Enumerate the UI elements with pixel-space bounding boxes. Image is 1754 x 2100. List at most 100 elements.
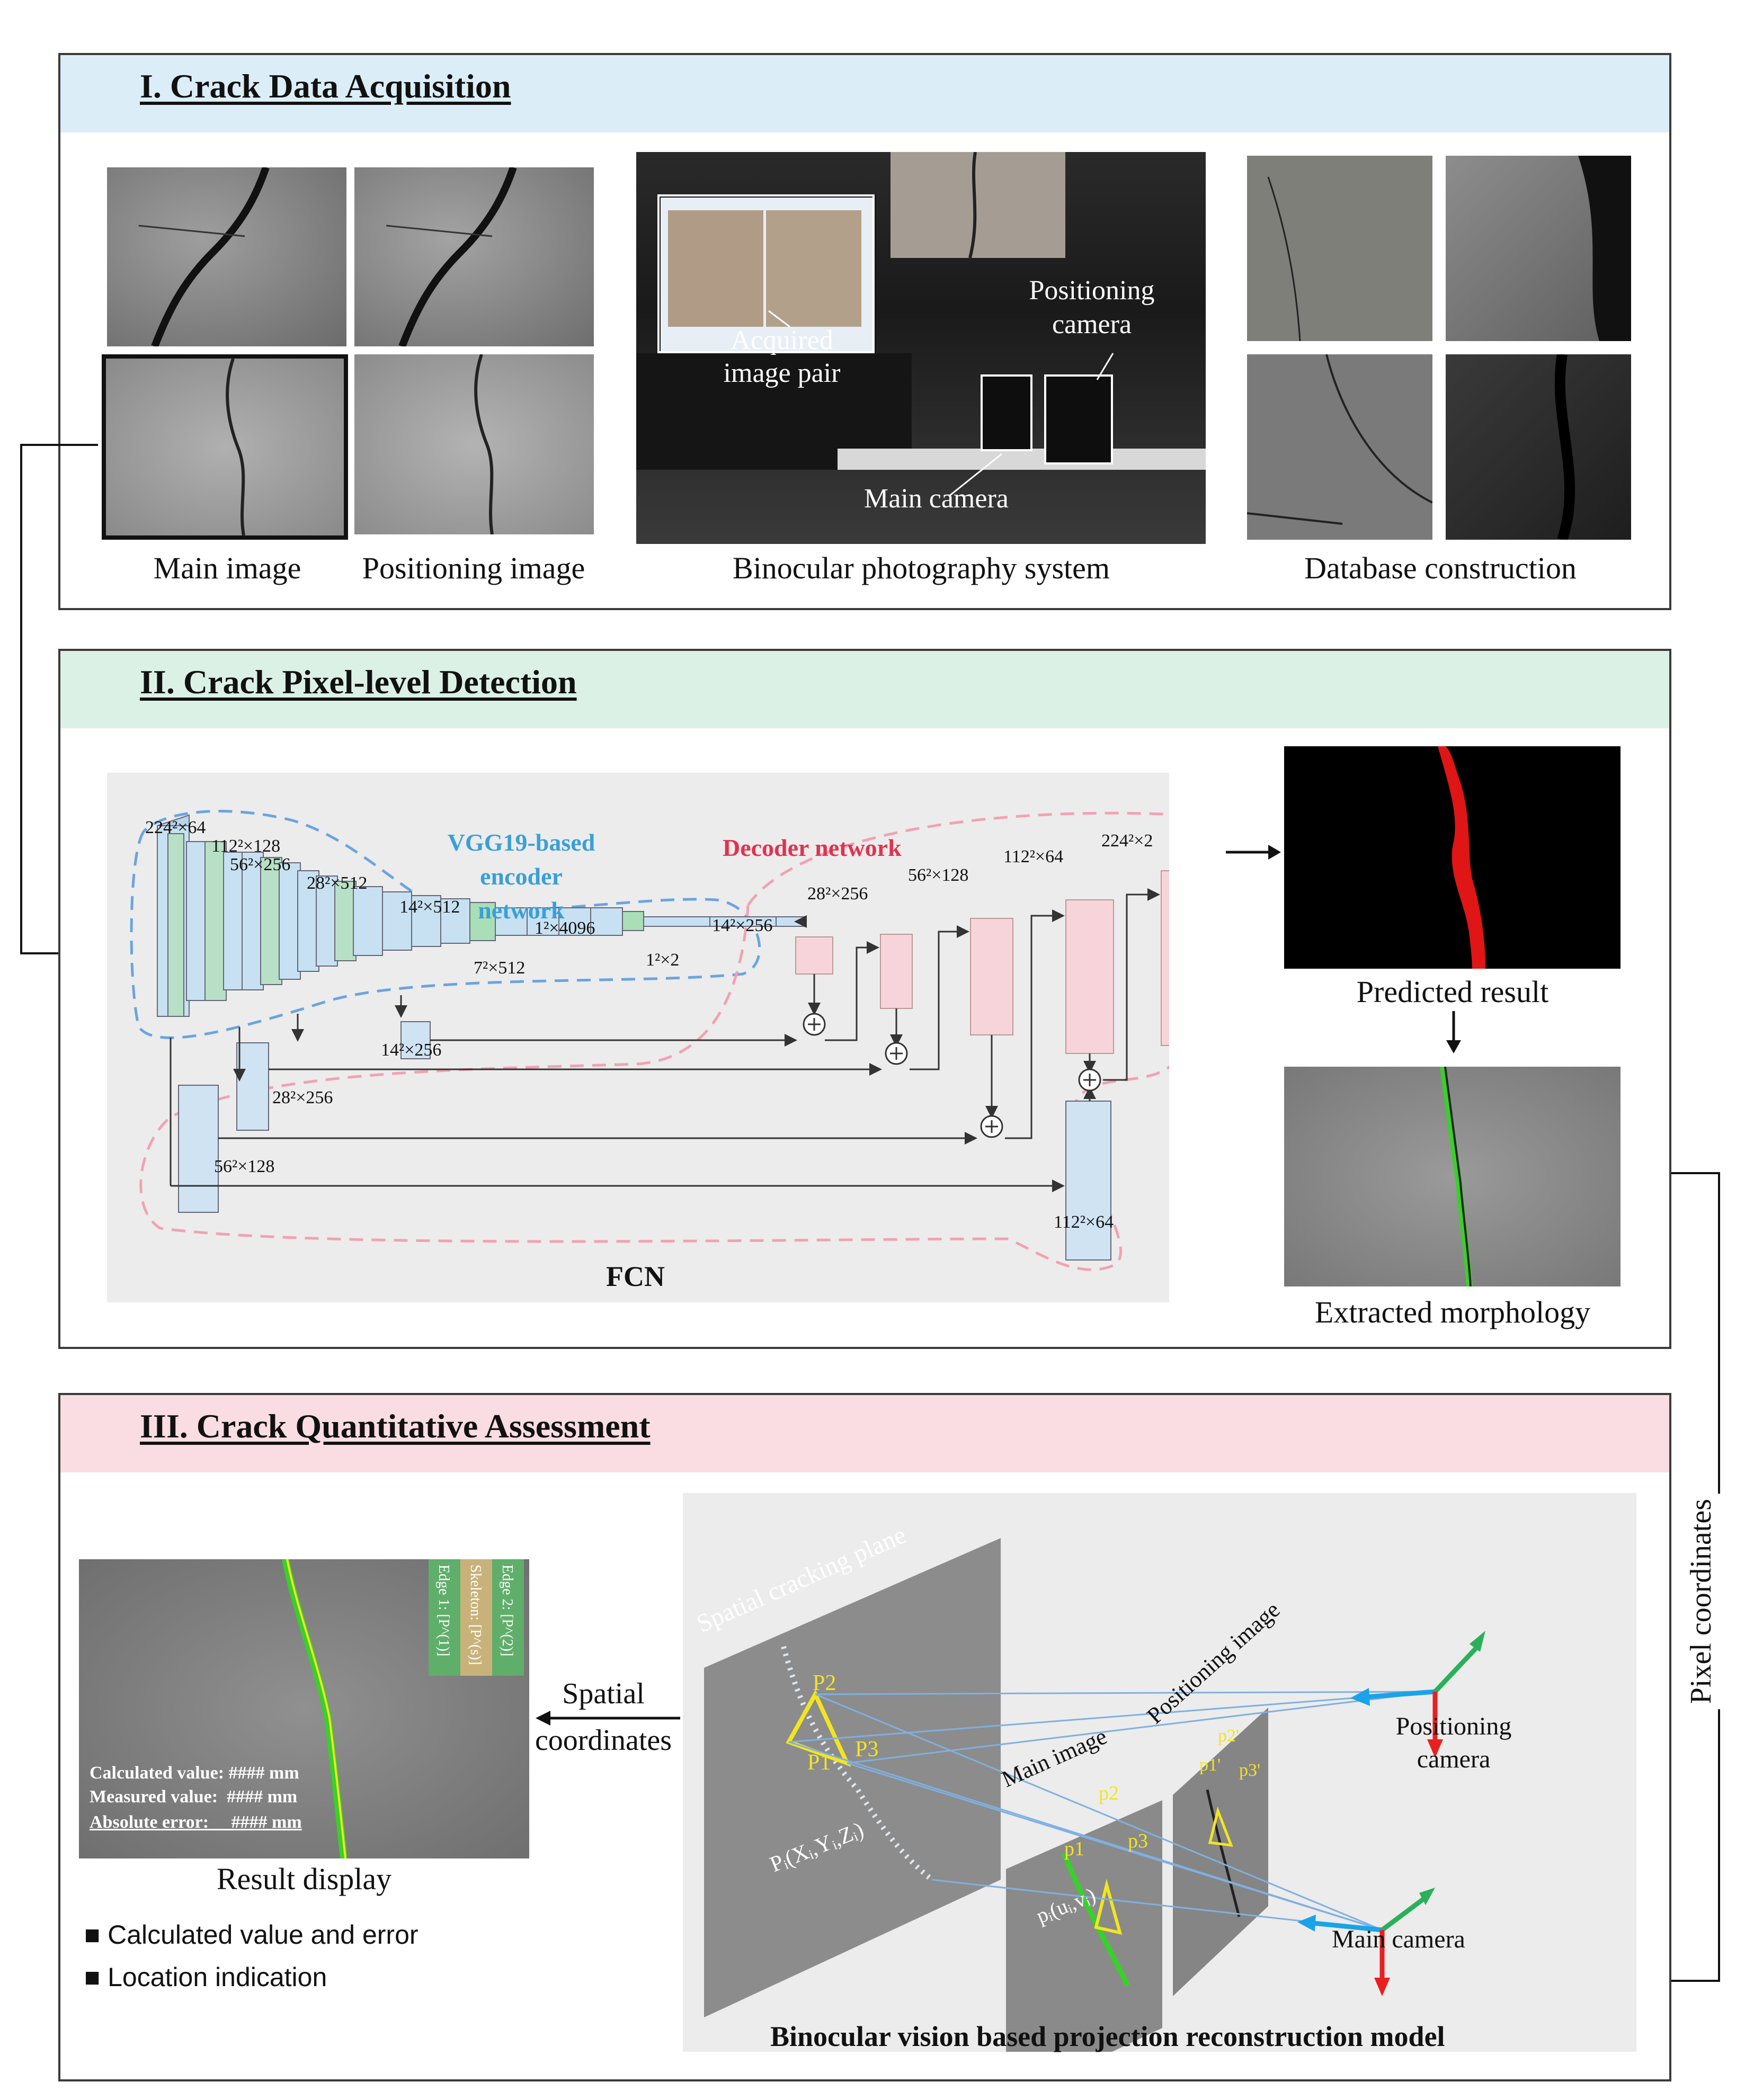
decoder-network-label: Decoder network	[723, 834, 902, 861]
caption-extracted-morphology: Extracted morphology	[1314, 1295, 1591, 1329]
crack-line	[1554, 353, 1575, 542]
spatial-coordinates-label: Spatial coordinates	[535, 1677, 672, 1757]
label-acquired-image-pair: Acquired image pair	[723, 325, 841, 388]
label-main-camera: Main camera	[864, 484, 1009, 514]
spatial-triangle	[786, 1690, 851, 1767]
panel-header-band	[60, 1395, 1669, 1472]
acquired-pair-frame	[657, 194, 875, 353]
label-p1: p1	[1064, 1838, 1084, 1860]
panel-title: I. Crack Data Acquisition	[140, 67, 511, 105]
database-photo-2	[1446, 156, 1631, 341]
main-camera-axes	[1297, 1888, 1435, 1996]
skip-connections	[170, 888, 1160, 1192]
encoder-network-label: VGG19-based encoder network	[447, 829, 595, 924]
caption-predicted-result: Predicted result	[1356, 975, 1549, 1009]
main-image-triangle	[1094, 1879, 1123, 1935]
dim-7-512: 7²×512	[474, 958, 526, 978]
crack-region	[1578, 156, 1631, 341]
positioning-image-photo	[354, 354, 594, 535]
dim-28-512: 28²×512	[307, 873, 368, 893]
dim-112-128: 112²×128	[211, 836, 281, 856]
database-photo-4	[1446, 353, 1631, 542]
legend-edge-1-label: Edge 1: [P^(1)]	[435, 1565, 452, 1657]
database-photo-3	[1247, 354, 1433, 540]
skip-blocks	[178, 1021, 1111, 1261]
spatial-cracking-plane	[704, 1538, 1001, 2017]
label-p1-prime: p1'	[1199, 1755, 1221, 1775]
crack-photo-top-left	[107, 166, 346, 348]
dim-dec-14-256: 14²×256	[712, 916, 773, 935]
caption-database: Database construction	[1304, 551, 1577, 585]
dim-dec-224-2: 224²×2	[1101, 831, 1153, 851]
decoder-outline	[139, 811, 1169, 1271]
crack-line	[1247, 354, 1433, 525]
positioning-image-triangle	[1208, 1806, 1233, 1847]
specimen-crack	[968, 152, 977, 258]
positioning-image-crack	[1206, 1789, 1241, 1917]
dim-dec-56-128: 56²×128	[908, 865, 969, 885]
main-image-plane	[1006, 1800, 1162, 2052]
arrow-to-result	[536, 1711, 680, 1726]
positioning-camera-axes	[1350, 1631, 1485, 1758]
predicted-crack	[1438, 746, 1485, 969]
sum-nodes	[803, 1013, 1101, 1138]
fcn-label: FCN	[606, 1261, 665, 1292]
label-P3: P3	[855, 1737, 879, 1762]
result-crack	[282, 1559, 348, 1858]
encoder-outline	[130, 810, 761, 1039]
label-positioning-camera: Positioning camera	[1029, 275, 1155, 339]
pixel-coordinates-label: Pixel coordinates	[1682, 1494, 1720, 1710]
panel-crack-quantitative-assessment: III. Crack Quantitative Assessment Edge …	[58, 1393, 1671, 2081]
label-P1: P1	[807, 1750, 831, 1775]
bullet-calculated-value: ■ Calculated value and error	[84, 1920, 419, 1950]
extracted-morphology-image	[1284, 1066, 1621, 1287]
crack-specimen	[891, 152, 1065, 258]
legend-edge-2	[492, 1559, 524, 1676]
label-p3-prime: p3'	[1239, 1761, 1261, 1780]
caption-result-display: Result display	[216, 1862, 392, 1896]
main-image-crack	[1062, 1852, 1130, 1987]
label-main-camera: Main camera	[1332, 1925, 1465, 1953]
measured-value-text: Measured value: #### mm	[90, 1787, 298, 1807]
projection-rays	[788, 1691, 1436, 1931]
caption-main-image: Main image	[153, 551, 301, 585]
crack-line	[474, 354, 494, 535]
decoder-blocks	[795, 870, 1169, 1054]
absolute-error-text: Absolute error: #### mm	[90, 1812, 302, 1832]
leader-lines	[768, 310, 1114, 497]
label-p2-prime: p2'	[1218, 1726, 1240, 1746]
legend-edge-2-label: Edge 2: [P^(2)]	[499, 1565, 515, 1657]
projection-model-title: Binocular vision based projection recons…	[770, 2021, 1445, 2052]
main-camera-box	[981, 374, 1032, 451]
dim-dec-112-64: 112²×64	[1003, 847, 1064, 866]
fcn-architecture	[130, 810, 1169, 1271]
arrow-to-extracted	[1446, 1011, 1461, 1053]
panel-title: III. Crack Quantitative Assessment	[140, 1407, 651, 1445]
crack-line	[1267, 176, 1301, 342]
dim-1-2: 1²×2	[646, 950, 680, 970]
dim-14-512: 14²×512	[399, 897, 460, 917]
arrow-to-predicted	[1226, 845, 1281, 860]
dim-skip-56-128: 56²×128	[214, 1157, 275, 1176]
panel-crack-data-acquisition: I. Crack Data Acquisition Main image Pos…	[58, 53, 1671, 610]
dim-skip-28-256: 28²×256	[272, 1088, 333, 1107]
label-P2: P2	[813, 1671, 836, 1695]
crack-line	[386, 166, 517, 348]
crack-photo-top-right	[354, 166, 594, 348]
dim-skip-112-64: 112²×64	[1054, 1212, 1114, 1232]
main-image-photo	[102, 354, 348, 540]
caption-binocular-system: Binocular photography system	[732, 551, 1110, 585]
dim-224-64: 224²×64	[145, 818, 206, 837]
panel-header-band	[60, 55, 1669, 132]
calculated-value-text: Calculated value: #### mm	[90, 1763, 299, 1783]
panel-header-band	[60, 651, 1669, 728]
binocular-system-photo: Acquired image pair Positioning camera M…	[636, 152, 1206, 544]
dim-dec-28-256: 28²×256	[807, 884, 868, 904]
result-display-image: Edge 1: [P^(1)] Skeleton: [P^(s)] Edge 2…	[79, 1559, 529, 1858]
screen-image-left	[668, 210, 763, 327]
panel-crack-pixel-detection: II. Crack Pixel-level Detection	[58, 649, 1671, 1349]
positioning-camera-box	[1044, 374, 1113, 464]
label-p3: p3	[1128, 1830, 1148, 1852]
legend-skeleton-label: Skeleton: [P^(s)]	[467, 1565, 484, 1665]
panel-title: II. Crack Pixel-level Detection	[140, 663, 577, 701]
